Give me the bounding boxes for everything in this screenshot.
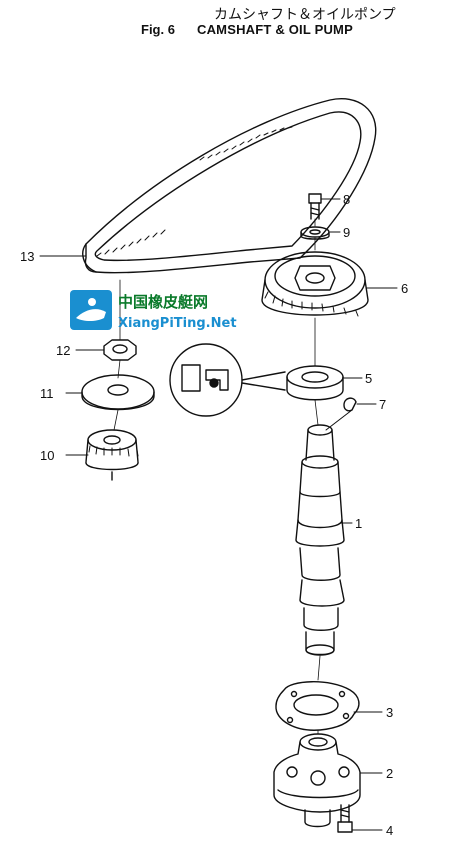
callout-7: 7: [379, 397, 386, 412]
watermark-site-name: 中国橡皮艇网: [118, 293, 208, 311]
figure-title: CAMSHAFT & OIL PUMP: [197, 22, 353, 37]
callout-6: 6: [401, 281, 408, 296]
callout-12: 12: [56, 343, 70, 358]
seal-detail-inset: [169, 343, 286, 417]
callout-13: 13: [20, 249, 34, 264]
site-watermark: 中国橡皮艇网 XiangPiTing.Net: [70, 290, 237, 331]
oil-pump-body-part: [273, 733, 361, 828]
timing-belt-part: [82, 98, 377, 274]
callout-numbers: 1 2 3 4 5 6 7 8 9 10 11 12 13: [20, 192, 408, 838]
callout-3: 3: [386, 705, 393, 720]
washer-part: [300, 226, 330, 240]
thrust-washer-part: [81, 374, 155, 411]
callout-9: 9: [343, 225, 350, 240]
figure-number: Fig. 6: [141, 22, 175, 37]
callout-2: 2: [386, 766, 393, 781]
camshaft-pulley-part: [261, 251, 369, 317]
callout-8: 8: [343, 192, 350, 207]
callout-10: 10: [40, 448, 54, 463]
pump-bolt-part: [337, 804, 353, 833]
bearing-part: [286, 365, 344, 401]
assembly-centre-lines: [113, 218, 321, 735]
callout-11: 11: [40, 386, 54, 401]
callout-4: 4: [386, 823, 393, 838]
camshaft-part: [295, 424, 345, 656]
oil-pump-gasket-part: [275, 681, 360, 731]
woodruff-key-part: [343, 397, 357, 412]
watermark-url: XiangPiTing.Net: [118, 316, 237, 331]
callout-5: 5: [365, 371, 372, 386]
callout-1: 1: [355, 516, 362, 531]
nut-part: [103, 339, 137, 361]
crank-pulley-part: [85, 429, 139, 481]
bolt-part: [308, 193, 322, 220]
callout-leaders: [39, 198, 398, 831]
figure-title-japanese: カムシャフト＆オイルポンプ: [214, 7, 396, 23]
